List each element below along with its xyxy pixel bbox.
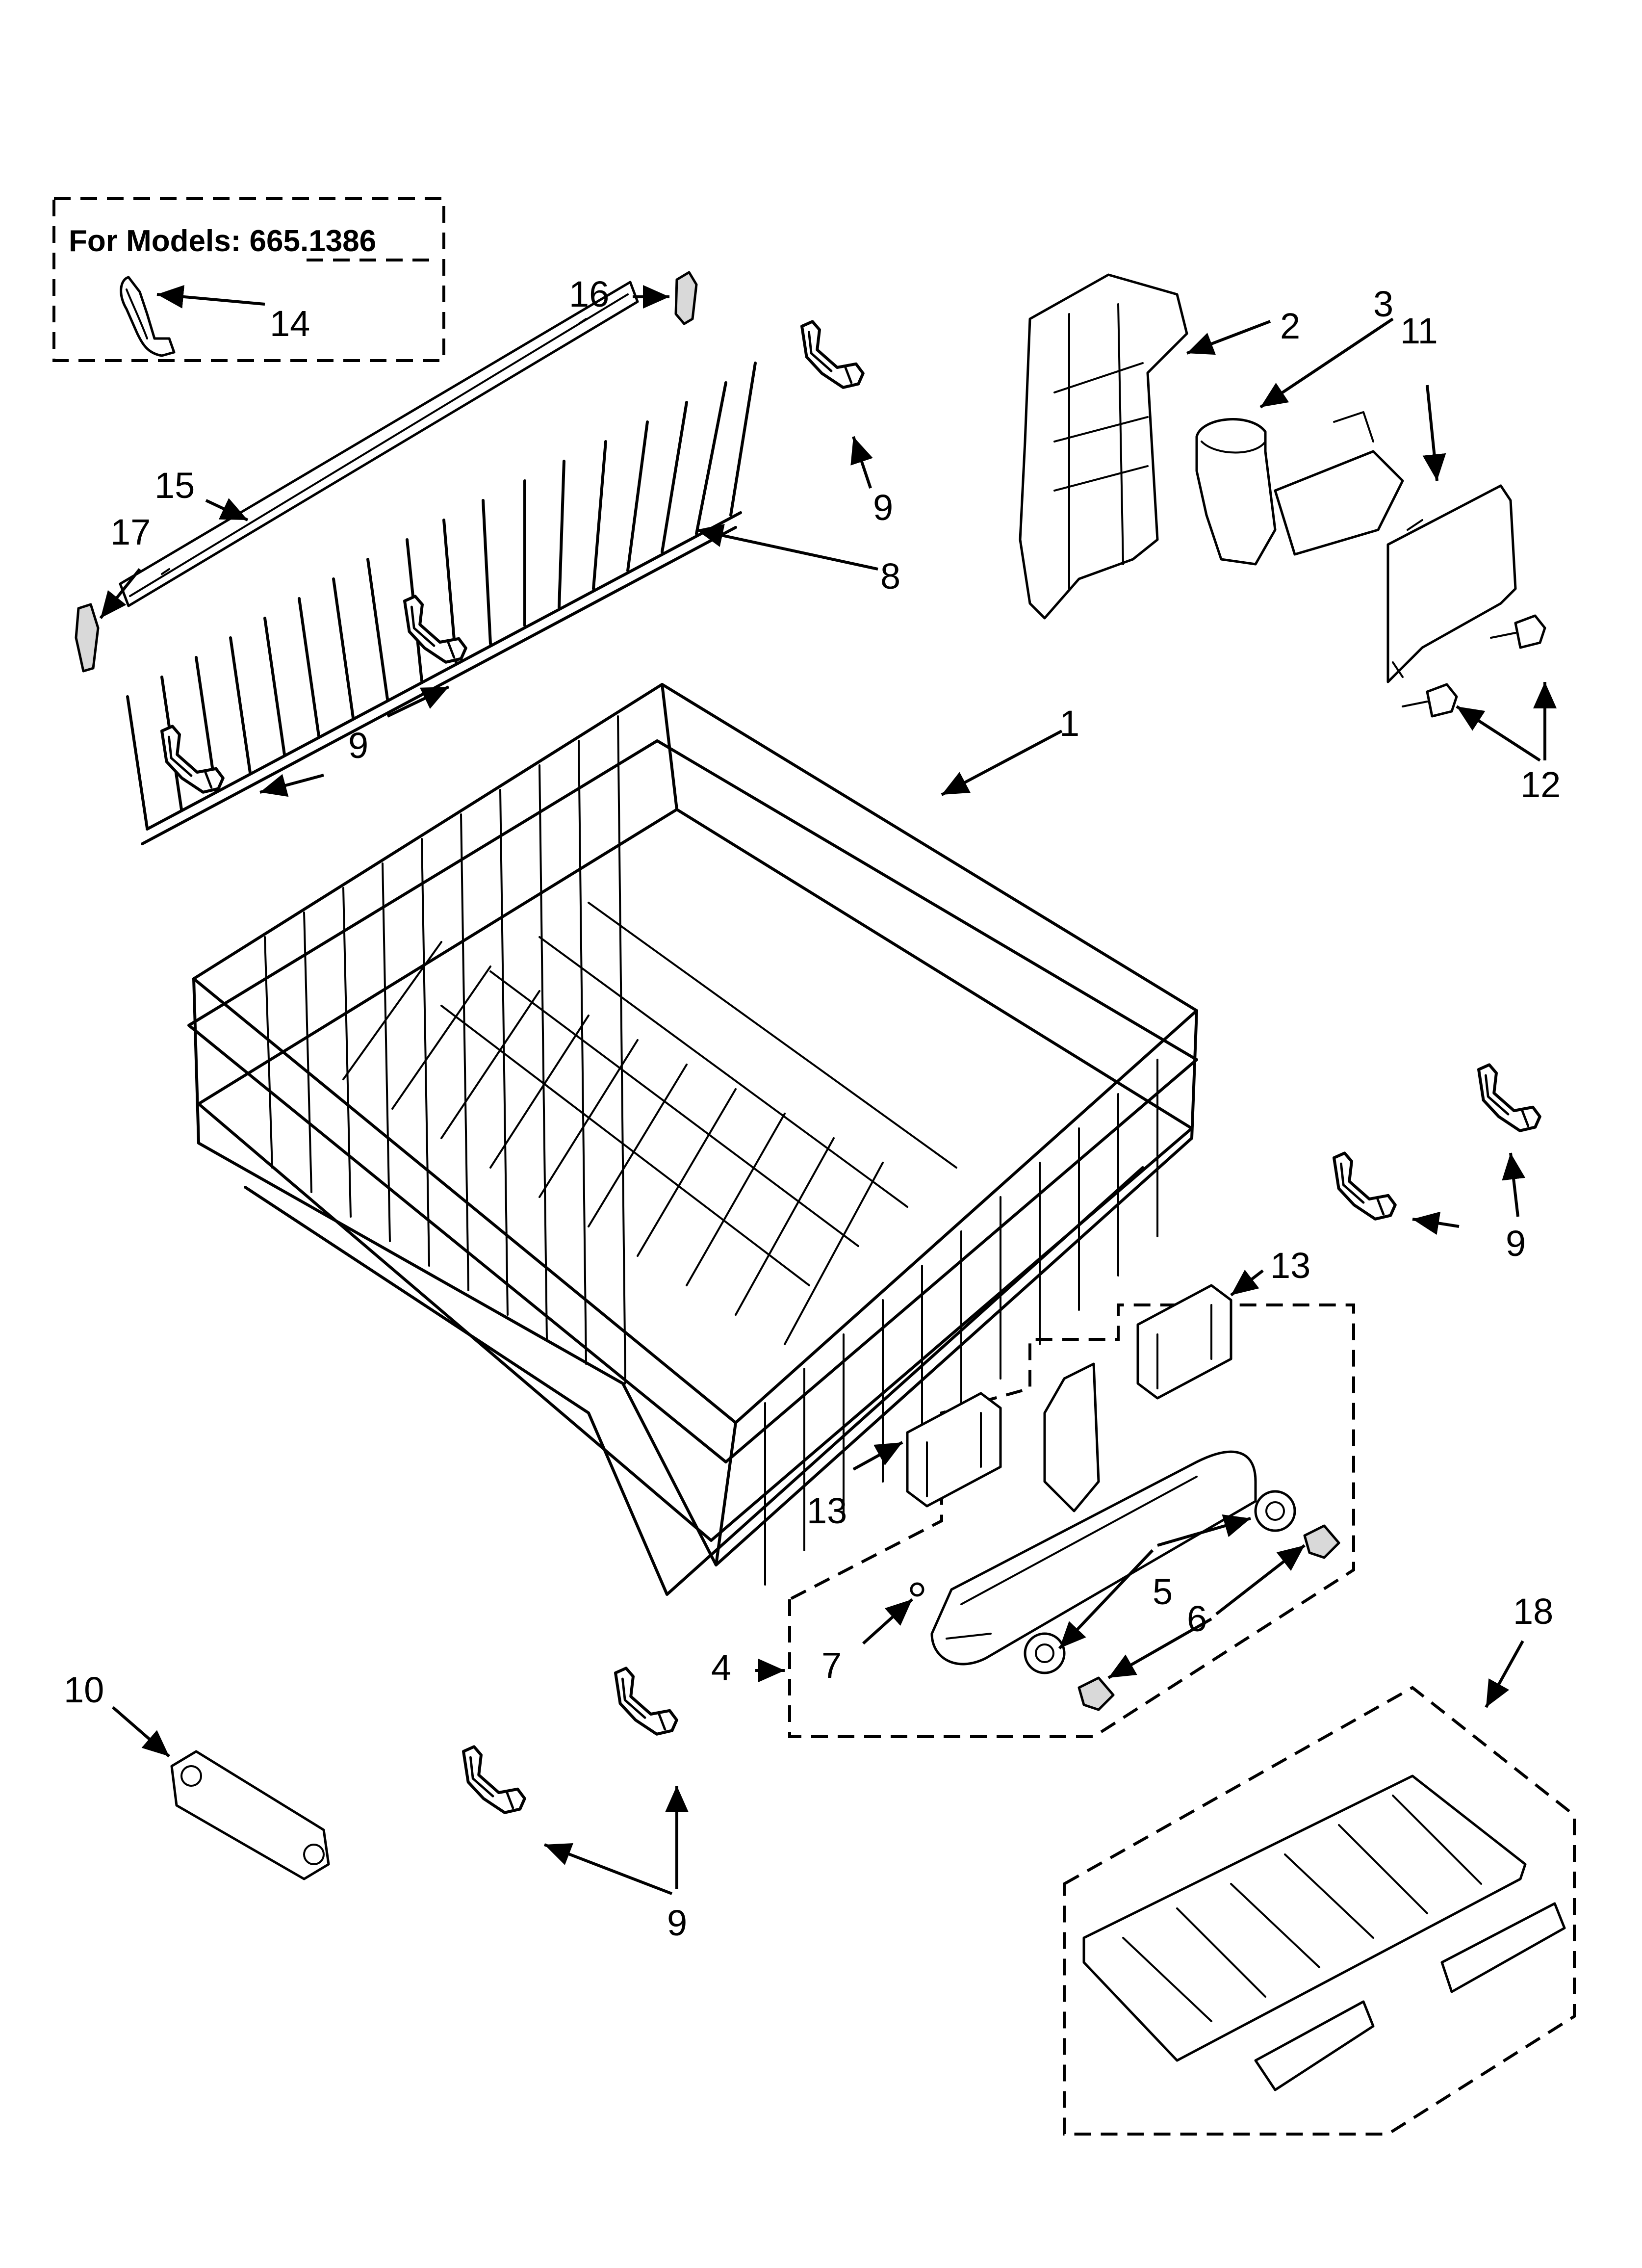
part-4-track xyxy=(930,1362,1257,1666)
part-16-clip xyxy=(674,271,698,325)
label-16: 16 xyxy=(569,274,609,314)
label-9-c: 9 xyxy=(1506,1223,1526,1264)
part-1-upper-rack xyxy=(187,683,1198,1596)
part-6-axle xyxy=(1303,1524,1340,1559)
part-14-hose-clip xyxy=(120,276,176,357)
part-8-tine-row xyxy=(126,362,757,845)
label-2: 2 xyxy=(1280,306,1300,346)
part-5-wheel xyxy=(1254,1490,1296,1532)
label-12: 12 xyxy=(1520,764,1561,805)
inset-title: For Models: 665.1386 xyxy=(69,224,376,258)
part-7-pin xyxy=(910,1582,924,1597)
part-17-end-cap xyxy=(75,603,100,673)
label-4: 4 xyxy=(711,1647,731,1688)
part-11-cover xyxy=(1386,484,1517,683)
part-9-clip xyxy=(1479,1065,1540,1130)
part-3-adjuster-handle xyxy=(1195,411,1404,566)
label-6: 6 xyxy=(1187,1598,1207,1639)
label-1: 1 xyxy=(1059,703,1079,744)
part-18-rack-insert xyxy=(1063,1686,1576,2136)
label-17: 17 xyxy=(110,512,151,552)
part-9-clip xyxy=(162,726,223,792)
part-5-wheel xyxy=(1024,1632,1066,1674)
label-13-a: 13 xyxy=(1270,1245,1310,1286)
part-9-clip xyxy=(463,1747,525,1812)
label-14: 14 xyxy=(270,303,310,344)
part-10-bracket xyxy=(170,1750,330,1880)
label-10: 10 xyxy=(64,1669,104,1710)
label-18: 18 xyxy=(1513,1591,1553,1632)
part-9-clip xyxy=(1334,1153,1395,1219)
part-4-track-assembly xyxy=(788,1303,1355,1738)
part-9-clip xyxy=(405,596,466,662)
part-12-screw xyxy=(1490,614,1546,649)
part-9-clip xyxy=(616,1668,677,1734)
label-9-a: 9 xyxy=(873,487,893,528)
label-3: 3 xyxy=(1373,284,1393,324)
inset-box-for-models: For Models: 665.1386 xyxy=(52,197,445,362)
part-13-stop xyxy=(906,1392,1002,1508)
part-13-stop xyxy=(1136,1284,1232,1400)
part-6-axle xyxy=(1078,1676,1115,1711)
part-2-adjuster-housing xyxy=(1019,273,1188,620)
label-8: 8 xyxy=(880,556,900,597)
label-13-b: 13 xyxy=(807,1490,847,1531)
label-5: 5 xyxy=(1153,1571,1173,1612)
label-9-d: 9 xyxy=(667,1903,687,1943)
part-9-clip xyxy=(802,321,863,387)
label-11: 11 xyxy=(1400,311,1438,351)
callout-labels: 14 16 15 17 8 9 9 1 2 3 11 12 9 13 13 5 … xyxy=(64,274,1561,1943)
label-15: 15 xyxy=(154,465,195,506)
label-7: 7 xyxy=(821,1645,842,1686)
part-12-screw xyxy=(1402,683,1458,718)
leader-arrows xyxy=(99,285,1557,1895)
label-9-b: 9 xyxy=(348,725,368,766)
